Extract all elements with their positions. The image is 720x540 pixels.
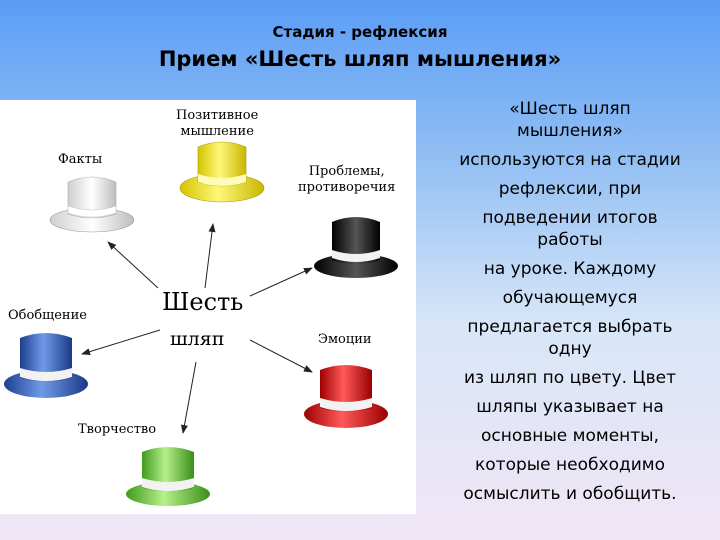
text-line: осмыслить и обобщить. <box>463 484 677 504</box>
label-positive-line1: Позитивное <box>176 108 259 123</box>
text-line: подведении итогов <box>482 208 658 228</box>
label-positive: Позитивное мышление <box>176 108 258 140</box>
label-problems: Проблемы, противоречия <box>298 164 395 196</box>
center-word-hats: шляп <box>170 328 225 350</box>
black-hat-icon <box>314 217 398 278</box>
label-creativity: Творчество <box>78 422 157 437</box>
six-hats-diagram: Факты Позитивное мышление Проблемы, прот… <box>0 100 416 514</box>
red-hat-icon <box>304 365 388 428</box>
text-line: на уроке. Каждому <box>483 259 657 279</box>
label-facts: Факты <box>58 152 103 167</box>
label-emotions: Эмоции <box>318 332 372 347</box>
header: Стадия - рефлексия Прием «Шесть шляп мыш… <box>0 22 720 74</box>
arrows <box>81 223 313 434</box>
text-line: работы <box>537 230 603 250</box>
text-line: мышления» <box>517 121 623 141</box>
slide-title: Прием «Шесть шляп мышления» <box>158 47 562 71</box>
label-problems-line2: противоречия <box>298 180 396 195</box>
text-line: одну <box>548 339 592 359</box>
hats-illustration <box>4 141 398 506</box>
text-line: основные моменты, <box>480 426 660 446</box>
label-problems-line1: Проблемы, <box>308 164 385 179</box>
label-positive-line2: мышление <box>180 124 254 139</box>
text-line: используются на стадии <box>459 150 681 170</box>
text-line: рефлексии, при <box>498 179 642 199</box>
white-hat-icon <box>49 176 135 233</box>
text-line: из шляп по цвету. Цвет <box>464 368 676 388</box>
center-word-six: Шесть <box>162 288 244 316</box>
label-generalization: Обобщение <box>8 308 87 323</box>
text-line: обучающемуся <box>502 288 638 308</box>
blue-hat-icon <box>4 333 88 398</box>
slide-subtitle: Стадия - рефлексия <box>272 23 448 41</box>
yellow-hat-icon <box>179 141 265 203</box>
text-line: «Шесть шляп <box>509 99 631 119</box>
description-text: «Шесть шляп мышления» используются на ст… <box>420 98 720 512</box>
text-line: шляпы указывает на <box>476 397 664 417</box>
green-hat-icon <box>126 447 210 506</box>
text-line: предлагается выбрать <box>467 317 673 337</box>
text-line: которые необходимо <box>475 455 665 475</box>
